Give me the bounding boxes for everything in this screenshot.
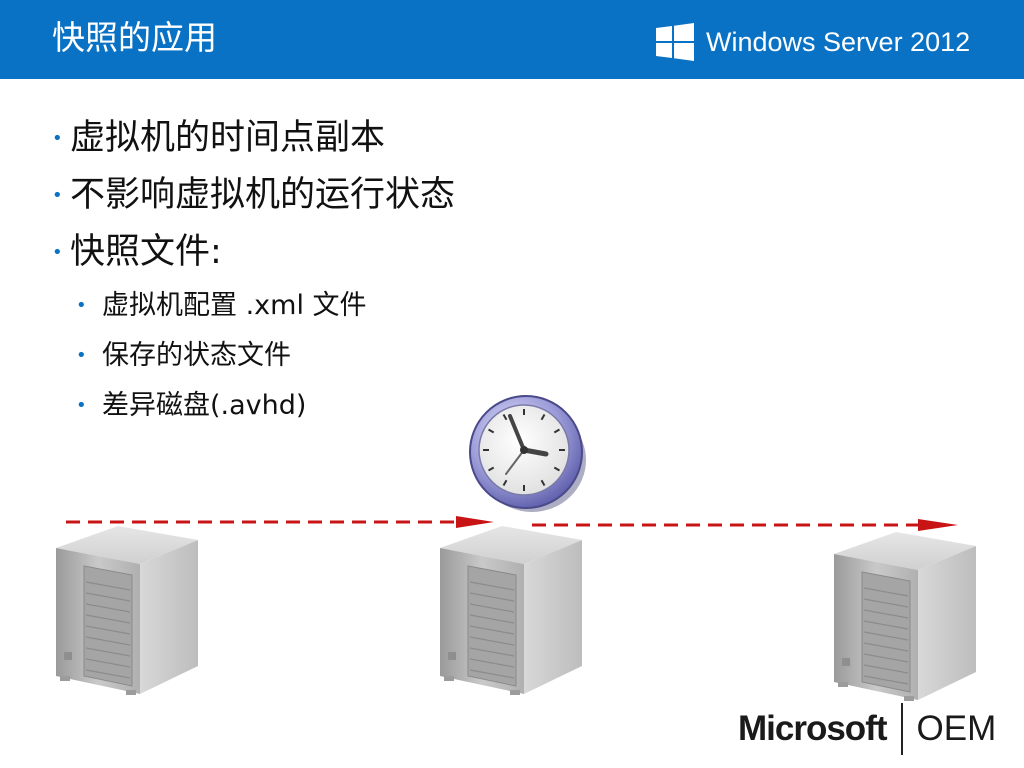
sub-bullet-item: • 差异磁盘(.avhd) [76, 381, 455, 431]
logo-divider [900, 703, 903, 755]
server-icon [439, 525, 583, 696]
timeline-arrow [66, 516, 494, 528]
sub-bullet-item: • 保存的状态文件 [76, 331, 455, 381]
bullet-text: 虚拟机的时间点副本 [70, 118, 386, 158]
bullet-item: • 快照文件: [52, 224, 455, 281]
server-icon [55, 525, 199, 696]
windows-server-brand: Windows Server 2012 [656, 20, 970, 64]
oem-wordmark: OEM [916, 709, 997, 748]
sub-bullet-text: 虚拟机配置 .xml 文件 [102, 290, 367, 321]
bullet-dot-icon: • [76, 345, 87, 366]
bullet-list: • 虚拟机的时间点副本 • 不影响虚拟机的运行状态 • 快照文件: • 虚拟机配… [52, 110, 455, 431]
bullet-text: 不影响虚拟机的运行状态 [70, 175, 456, 215]
microsoft-wordmark: Microsoft [738, 709, 887, 748]
bullet-dot-icon: • [52, 242, 63, 263]
bullet-dot-icon: • [76, 395, 87, 416]
microsoft-oem-logo: Microsoft OEM [738, 700, 996, 758]
clock-icon [469, 395, 586, 512]
bullet-item: • 虚拟机的时间点副本 [52, 110, 455, 167]
server-icon [833, 531, 977, 702]
sub-bullet-text: 差异磁盘(.avhd) [102, 390, 307, 421]
bullet-item: • 不影响虚拟机的运行状态 [52, 167, 455, 224]
slide-header: 快照的应用 Windows Server 2012 [0, 0, 1024, 79]
bullet-dot-icon: • [76, 295, 87, 316]
sub-bullet-text: 保存的状态文件 [102, 340, 291, 371]
bullet-dot-icon: • [52, 185, 63, 206]
brand-text: Windows Server 2012 [706, 27, 971, 57]
bullet-dot-icon: • [52, 128, 63, 149]
bullet-text: 快照文件: [70, 232, 222, 272]
timeline-arrow [532, 519, 958, 531]
snapshot-timeline-diagram [55, 516, 977, 702]
windows-logo-icon [656, 23, 694, 61]
sub-bullet-item: • 虚拟机配置 .xml 文件 [76, 281, 455, 331]
slide-title: 快照的应用 [52, 18, 217, 57]
